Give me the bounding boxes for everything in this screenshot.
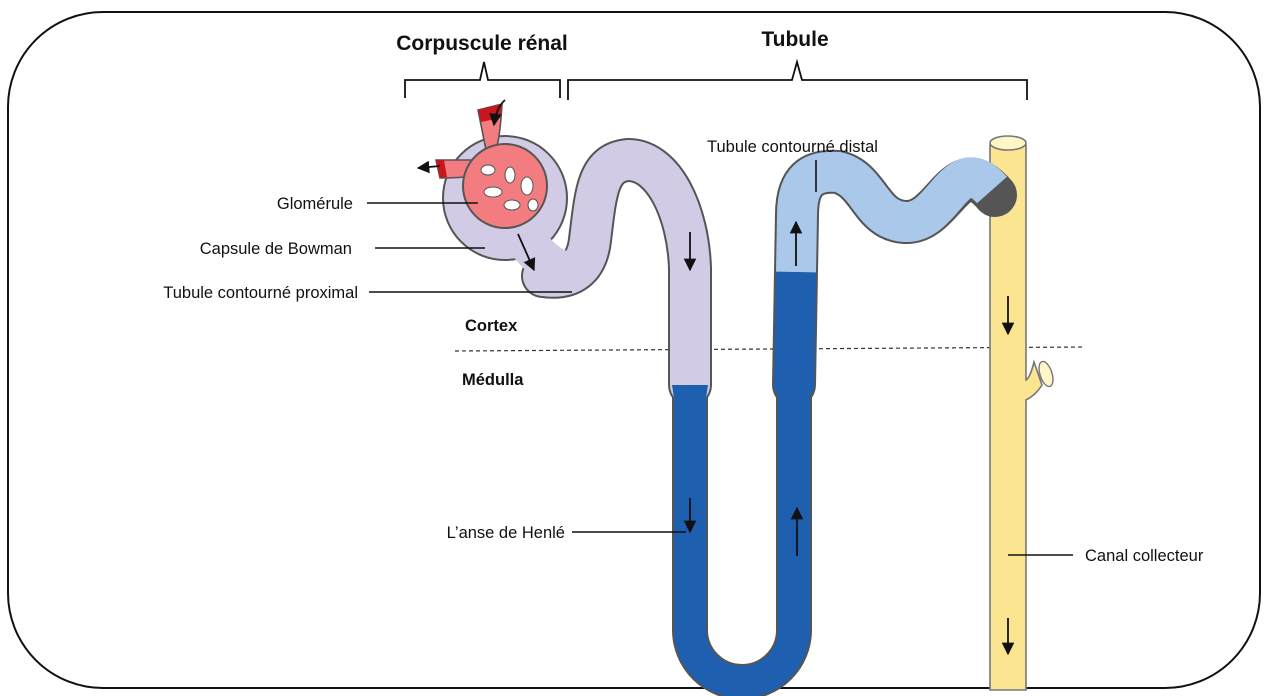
tubule-brace (568, 62, 1027, 100)
distal-tubule-label: Tubule contourné distal (707, 138, 878, 156)
cortex-label: Cortex (465, 317, 518, 335)
nephron-tube (543, 160, 995, 682)
collecting-duct (990, 136, 1056, 690)
renal-corpuscle-header: Corpuscule rénal (396, 32, 568, 55)
proximal-tubule-label: Tubule contourné proximal (163, 284, 358, 302)
medulla-label: Médulla (462, 371, 524, 389)
diagram-frame (8, 12, 1260, 688)
loop-of-henle-label: L’anse de Henlé (447, 524, 565, 542)
collecting-duct-label: Canal collecteur (1085, 547, 1204, 565)
glomerulus-label: Glomérule (277, 195, 353, 213)
tubule-header: Tubule (761, 28, 828, 51)
renal-corpuscle-brace (405, 62, 560, 98)
bowman-capsule-label: Capsule de Bowman (200, 240, 352, 258)
